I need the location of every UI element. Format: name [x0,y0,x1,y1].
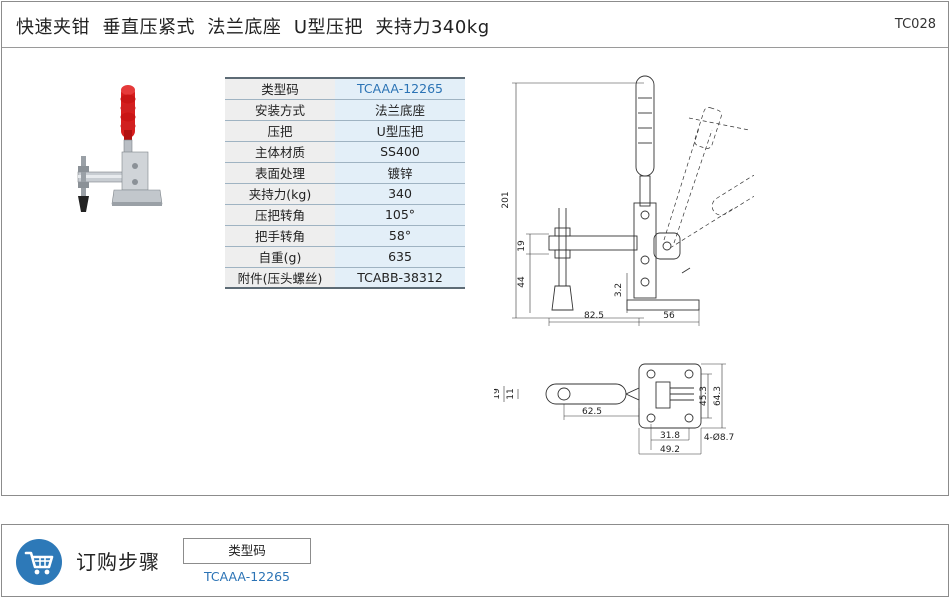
spec-key: 类型码 [225,77,335,100]
spec-table: 类型码 TCAAA-12265 安装方式 法兰底座 压把 U型压把 主体材质 S… [225,77,465,289]
spec-value: 58° [335,224,465,247]
dim-201: 201 [501,191,511,208]
order-steps-panel: 订购步骤 类型码 TCAAA-12265 [1,524,949,597]
table-row: 自重(g) 635 [225,245,465,268]
spec-key: 压把转角 [225,203,335,226]
product-panel: 快速夹钳 垂直压紧式 法兰底座 U型压把 夹持力340kg TC028 [1,1,949,496]
dim-31-8: 31.8 [660,431,680,441]
dim-44: 44 [517,276,527,288]
table-row: 夹持力(kg) 340 [225,182,465,205]
spec-value: 340 [335,182,465,205]
title-divider [2,47,948,48]
order-icon-badge [16,539,62,585]
page-title: 快速夹钳 垂直压紧式 法兰底座 U型压把 夹持力340kg [16,17,490,38]
spec-value: SS400 [335,140,465,163]
spec-value: TCABB-38312 [335,266,465,289]
table-row: 附件(压头螺丝) TCABB-38312 [225,266,465,289]
dim-49-2: 49.2 [660,445,680,455]
dim-45-3: 45.3 [699,386,709,406]
technical-drawing: 201 19 44 3.2 82.5 56 [494,75,754,455]
spec-key: 附件(压头螺丝) [225,266,335,289]
table-row: 主体材质 SS400 [225,140,465,163]
order-type-code-header: 类型码 [183,538,311,564]
dim-11: 11 [506,388,516,399]
table-row: 压把转角 105° [225,203,465,226]
table-row: 表面处理 镀锌 [225,161,465,184]
dim-82-5: 82.5 [584,311,604,321]
spec-value: 635 [335,245,465,268]
spec-value: U型压把 [335,119,465,142]
spec-key: 安装方式 [225,98,335,121]
spec-key: 自重(g) [225,245,335,268]
spec-key: 压把 [225,119,335,142]
spec-value: 法兰底座 [335,98,465,121]
table-row: 压把 U型压把 [225,119,465,142]
spec-value: 镀锌 [335,161,465,184]
dim-hole: 4-Ø8.7 [704,432,734,443]
dim-3-2: 3.2 [614,283,624,297]
spec-value-type-code[interactable]: TCAAA-12265 [335,77,465,100]
table-row: 把手转角 58° [225,224,465,247]
order-steps-title: 订购步骤 [76,550,160,574]
spec-value: 105° [335,203,465,226]
dim-62-5: 62.5 [582,407,602,417]
table-row: 类型码 TCAAA-12265 [225,77,465,100]
dim-19-top: 19 [494,388,502,400]
spec-key: 夹持力(kg) [225,182,335,205]
spec-key: 表面处理 [225,161,335,184]
shopping-cart-icon [24,551,54,575]
spec-key: 主体材质 [225,140,335,163]
dim-19: 19 [517,240,527,252]
table-row: 安装方式 法兰底座 [225,98,465,121]
dim-56: 56 [663,311,675,321]
toggle-clamp-photo [77,85,163,212]
order-type-code-value[interactable]: TCAAA-12265 [204,569,290,584]
spec-key: 把手转角 [225,224,335,247]
product-code: TC028 [894,17,936,32]
dim-64-3: 64.3 [713,386,723,406]
